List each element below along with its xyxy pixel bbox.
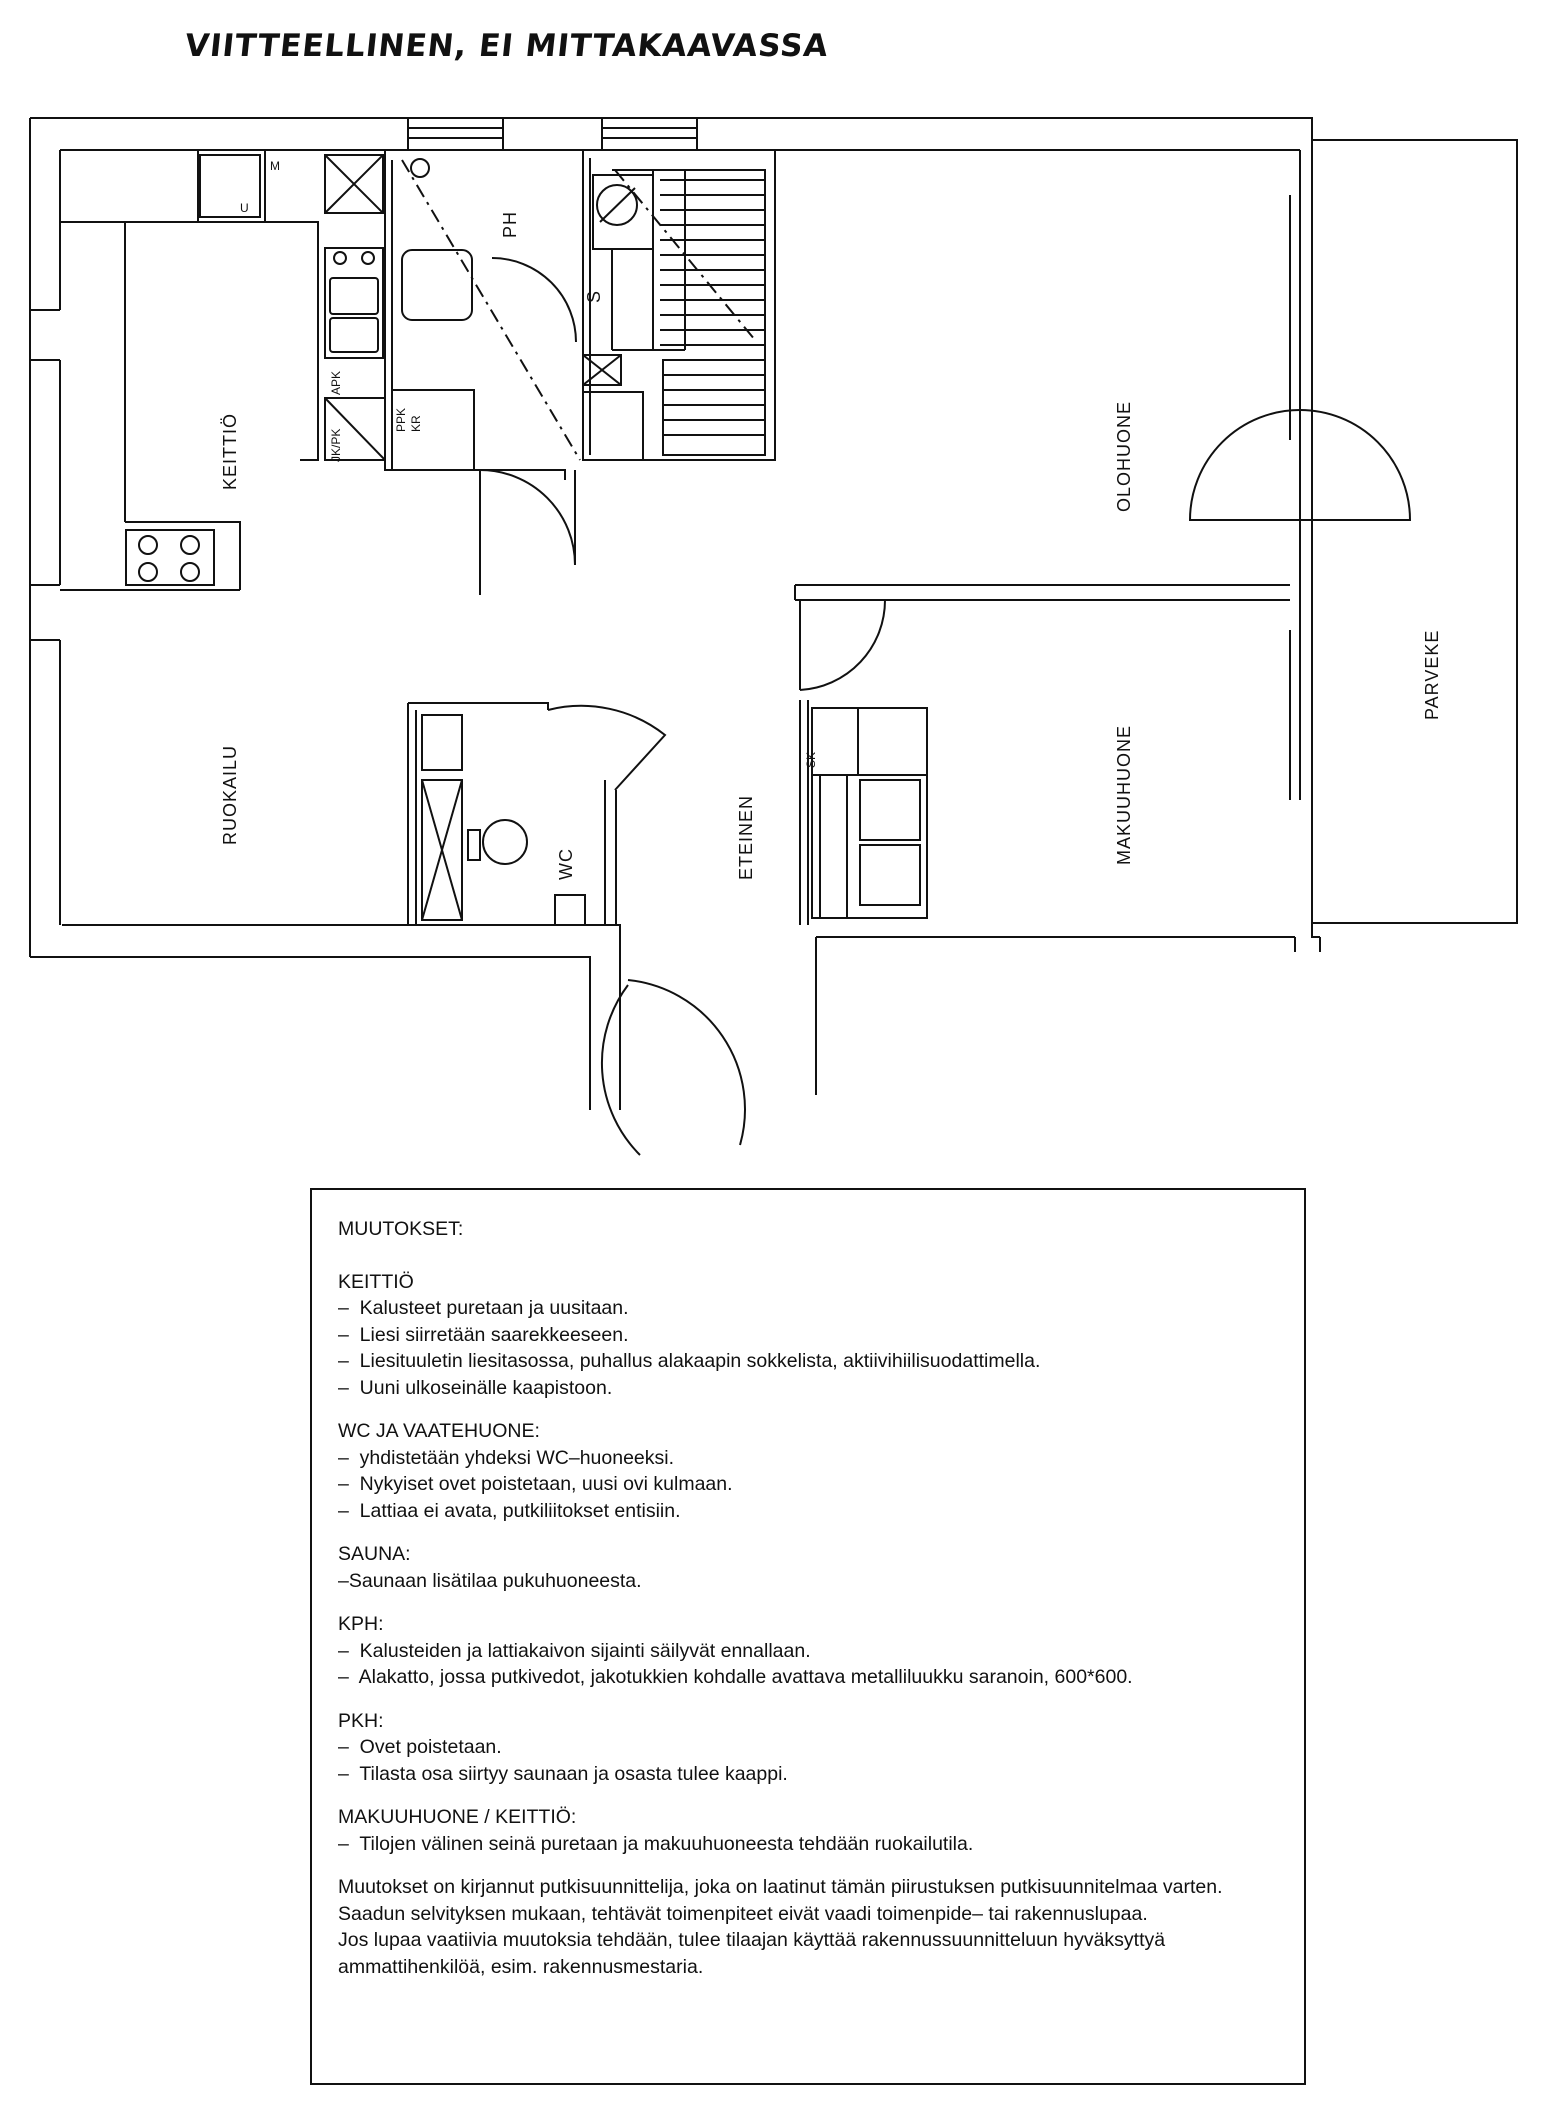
- label-apk: APK: [329, 371, 343, 395]
- sauna: [582, 150, 776, 461]
- note-line: – Alakatto, jossa putkivedot, jakotukkie…: [338, 1666, 1133, 1688]
- label-sk: SK: [804, 752, 818, 768]
- section-heading: MAKUUHUONE / KEITTIÖ:: [338, 1806, 577, 1828]
- label-wc: WC: [556, 848, 576, 880]
- section-heading: WC JA VAATEHUONE:: [338, 1420, 540, 1442]
- label-kr: KR: [409, 415, 423, 432]
- note-line: – Ovet poistetaan.: [338, 1736, 502, 1758]
- note-line: – Liesi siirretään saarekkeeseen.: [338, 1323, 629, 1346]
- note-line: – Kalusteet puretaan ja uusitaan.: [338, 1297, 629, 1319]
- label-makuuhuone: MAKUUHUONE: [1114, 725, 1134, 865]
- note-line: –Saunaan lisätilaa pukuhuoneesta.: [338, 1569, 642, 1592]
- section-heading: PKH:: [338, 1709, 384, 1732]
- note-line: – Tilojen välinen seinä puretaan ja maku…: [338, 1832, 974, 1855]
- section-heading: KEITTIÖ: [338, 1270, 414, 1293]
- change-notes: MUUTOKSET: KEITTIÖ – Kalusteet puretaan …: [310, 1188, 1306, 2085]
- floor-plan: KEITTIÖ PH S OLOHUONE PARVEKE RUOKAILU W…: [29, 117, 1518, 1156]
- notes-heading: MUUTOKSET:: [338, 1218, 464, 1240]
- bedroom-wall: [794, 584, 1290, 925]
- section-heading: SAUNA:: [338, 1543, 411, 1565]
- window-top-right: [601, 117, 698, 151]
- section-kph: KPH: – Kalusteiden ja lattiakaivon sijai…: [338, 1611, 1278, 1691]
- label-ppk: PPK: [394, 408, 408, 432]
- note-line: – Lattiaa ei avata, putkiliitokset entis…: [338, 1499, 681, 1522]
- balcony: [1289, 139, 1518, 924]
- notes-footer: Muutokset on kirjannut putkisuunnittelij…: [338, 1874, 1278, 1980]
- label-parveke: PARVEKE: [1422, 630, 1442, 720]
- label-ph: PH: [500, 211, 520, 238]
- note-line: – Kalusteiden ja lattiakaivon sijainti s…: [338, 1639, 811, 1662]
- label-u: U: [240, 201, 249, 215]
- label-keittio: KEITTIÖ: [220, 413, 240, 490]
- section-makuuhuone-keittio: MAKUUHUONE / KEITTIÖ: – Tilojen välinen …: [338, 1804, 1278, 1857]
- outer-walls: [29, 117, 1321, 1110]
- note-line: – Tilasta osa siirtyy saunaan ja osasta …: [338, 1762, 788, 1785]
- living-room-door: [1188, 409, 1412, 521]
- bathroom: [384, 150, 581, 595]
- section-heading: KPH:: [338, 1613, 384, 1635]
- label-eteinen: ETEINEN: [736, 795, 756, 880]
- label-olohuone: OLOHUONE: [1114, 401, 1134, 512]
- footer-line: Jos lupaa vaatiivia muutoksia tehdään, t…: [338, 1929, 1166, 1978]
- footer-line: Saadun selvityksen mukaan, tehtävät toim…: [338, 1902, 1148, 1925]
- note-line: – Uuni ulkoseinälle kaapistoon.: [338, 1376, 613, 1399]
- note-line: – Nykyiset ovet poistetaan, uusi ovi kul…: [338, 1473, 733, 1495]
- label-ruokailu: RUOKAILU: [220, 745, 240, 845]
- section-sauna: SAUNA: –Saunaan lisätilaa pukuhuoneesta.: [338, 1541, 1278, 1594]
- label-jkpk: JK/PK: [329, 429, 343, 462]
- window-top-left: [407, 117, 504, 151]
- footer-line: Muutokset on kirjannut putkisuunnittelij…: [338, 1876, 1223, 1898]
- note-line: – yhdistetään yhdeksi WC–huoneeksi.: [338, 1446, 675, 1469]
- label-m: M: [270, 159, 280, 173]
- kitchen-counters: [60, 150, 386, 591]
- label-s: S: [584, 290, 604, 303]
- section-wc: WC JA VAATEHUONE: – yhdistetään yhdeksi …: [338, 1418, 1278, 1524]
- section-pkh: PKH: – Ovet poistetaan. – Tilasta osa si…: [338, 1708, 1278, 1788]
- wc-room: [407, 702, 667, 926]
- bedroom-closet: [811, 707, 928, 919]
- entrance-door: [600, 979, 746, 1156]
- note-line: – Liesituuletin liesitasossa, puhallus a…: [338, 1350, 1041, 1372]
- section-keittio: KEITTIÖ – Kalusteet puretaan ja uusitaan…: [338, 1269, 1278, 1402]
